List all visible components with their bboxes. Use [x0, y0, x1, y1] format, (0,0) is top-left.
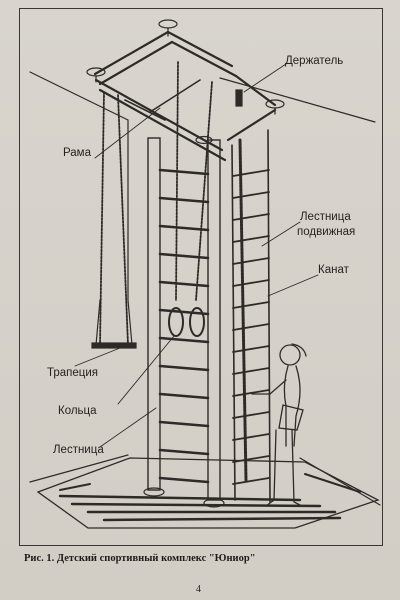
label-trapeze: Трапеция [47, 367, 99, 379]
label-movable-ladder-line1: Лестница [300, 211, 351, 223]
label-movable-ladder-line2: подвижная [297, 226, 356, 238]
movable-ladder-rung [232, 279, 270, 287]
label-holder: Держатель [285, 55, 344, 67]
movable-ladder-rung [232, 411, 270, 419]
movable-ladder-rung [232, 301, 270, 309]
ladder-rungs [158, 168, 210, 484]
label-leaders [74, 63, 319, 448]
ladder-rung [158, 420, 210, 428]
label-frame: Рама [63, 147, 91, 159]
movable-ladder-rung [232, 323, 270, 331]
ladder-rung [158, 364, 210, 372]
movable-ladder-rung [232, 235, 270, 243]
ladder-rung [158, 280, 210, 288]
movable-ladder-rungs [232, 169, 270, 485]
movable-ladder-rung [232, 477, 270, 485]
label-ladder: Лестница [53, 444, 104, 456]
movable-ladder-rung [232, 345, 270, 353]
movable-ladder-rung [232, 455, 270, 463]
movable-ladder-rung [232, 213, 270, 221]
movable-ladder-rung [232, 257, 270, 265]
ladder-rung [158, 392, 210, 400]
label-rope: Канат [318, 264, 349, 276]
ladder-rung [158, 196, 210, 204]
figure-caption: Рис. 1. Детский спортивный комплекс "Юни… [24, 553, 256, 564]
movable-ladder-rung [232, 389, 270, 397]
label-rings: Кольца [58, 405, 97, 417]
wall-ladder [143, 137, 225, 508]
movable-ladder-rung [232, 433, 270, 441]
ropes [99, 61, 248, 482]
trapeze [91, 299, 137, 349]
gym-rings [168, 307, 205, 337]
movable-ladder [231, 129, 271, 503]
ladder-rung [158, 224, 210, 232]
ladder-rung [158, 252, 210, 260]
ladder-rung [158, 308, 210, 316]
movable-ladder-rung [232, 169, 270, 177]
page-number: 4 [196, 584, 201, 595]
movable-ladder-rung [232, 367, 270, 375]
ladder-rung [158, 336, 210, 344]
child-figure [251, 343, 307, 507]
movable-ladder-rung [232, 191, 270, 199]
figure-frame [19, 8, 383, 546]
ladder-rung [158, 476, 210, 484]
floor-mat [36, 457, 380, 529]
ceiling-frame [86, 19, 285, 162]
ladder-rung [158, 168, 210, 176]
ladder-rung [158, 448, 210, 456]
